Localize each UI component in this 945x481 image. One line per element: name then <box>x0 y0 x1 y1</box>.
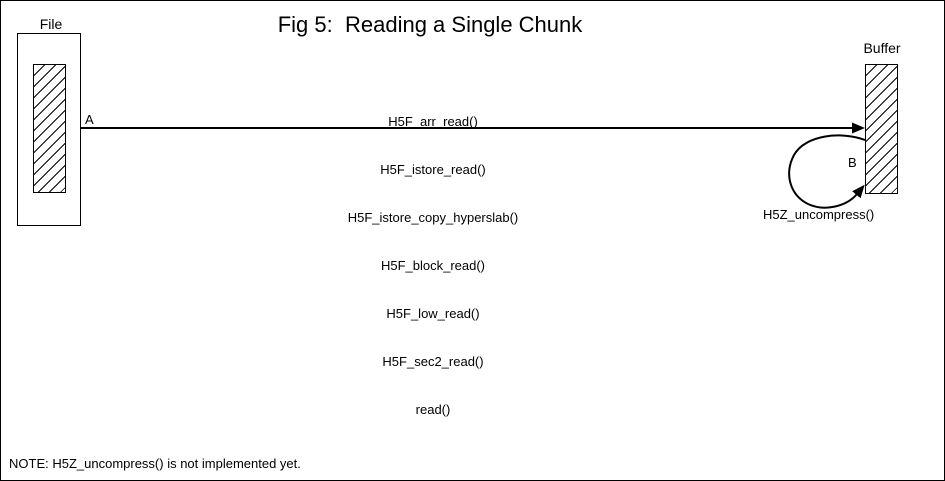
call-stack-line: H5F_arr_read() <box>388 114 478 129</box>
buffer-hatch <box>865 64 898 194</box>
arrow-b-loop <box>788 134 866 209</box>
call-stack-line: read() <box>415 402 451 417</box>
call-stack: H5F_arr_read() H5F_istore_read() H5F_ist… <box>348 82 519 450</box>
call-stack-line: H5F_block_read() <box>380 258 486 273</box>
call-stack-line: H5F_istore_copy_hyperslab() <box>347 210 519 225</box>
arrow-b-label: B <box>848 155 857 170</box>
note-text: NOTE: H5Z_uncompress() is not implemente… <box>9 456 301 471</box>
call-stack-line: H5F_sec2_read() <box>382 354 484 369</box>
figure-title: Fig 5: Reading a Single Chunk <box>277 12 583 37</box>
uncompress-caption: H5Z_uncompress() <box>763 207 875 222</box>
arrow-a-label: A <box>85 112 94 127</box>
file-label: File <box>39 16 63 32</box>
call-stack-line: H5F_istore_read() <box>380 162 486 177</box>
buffer-label: Buffer <box>863 40 901 56</box>
file-chunk-hatch <box>33 64 66 193</box>
call-stack-line: H5F_low_read() <box>386 306 480 321</box>
